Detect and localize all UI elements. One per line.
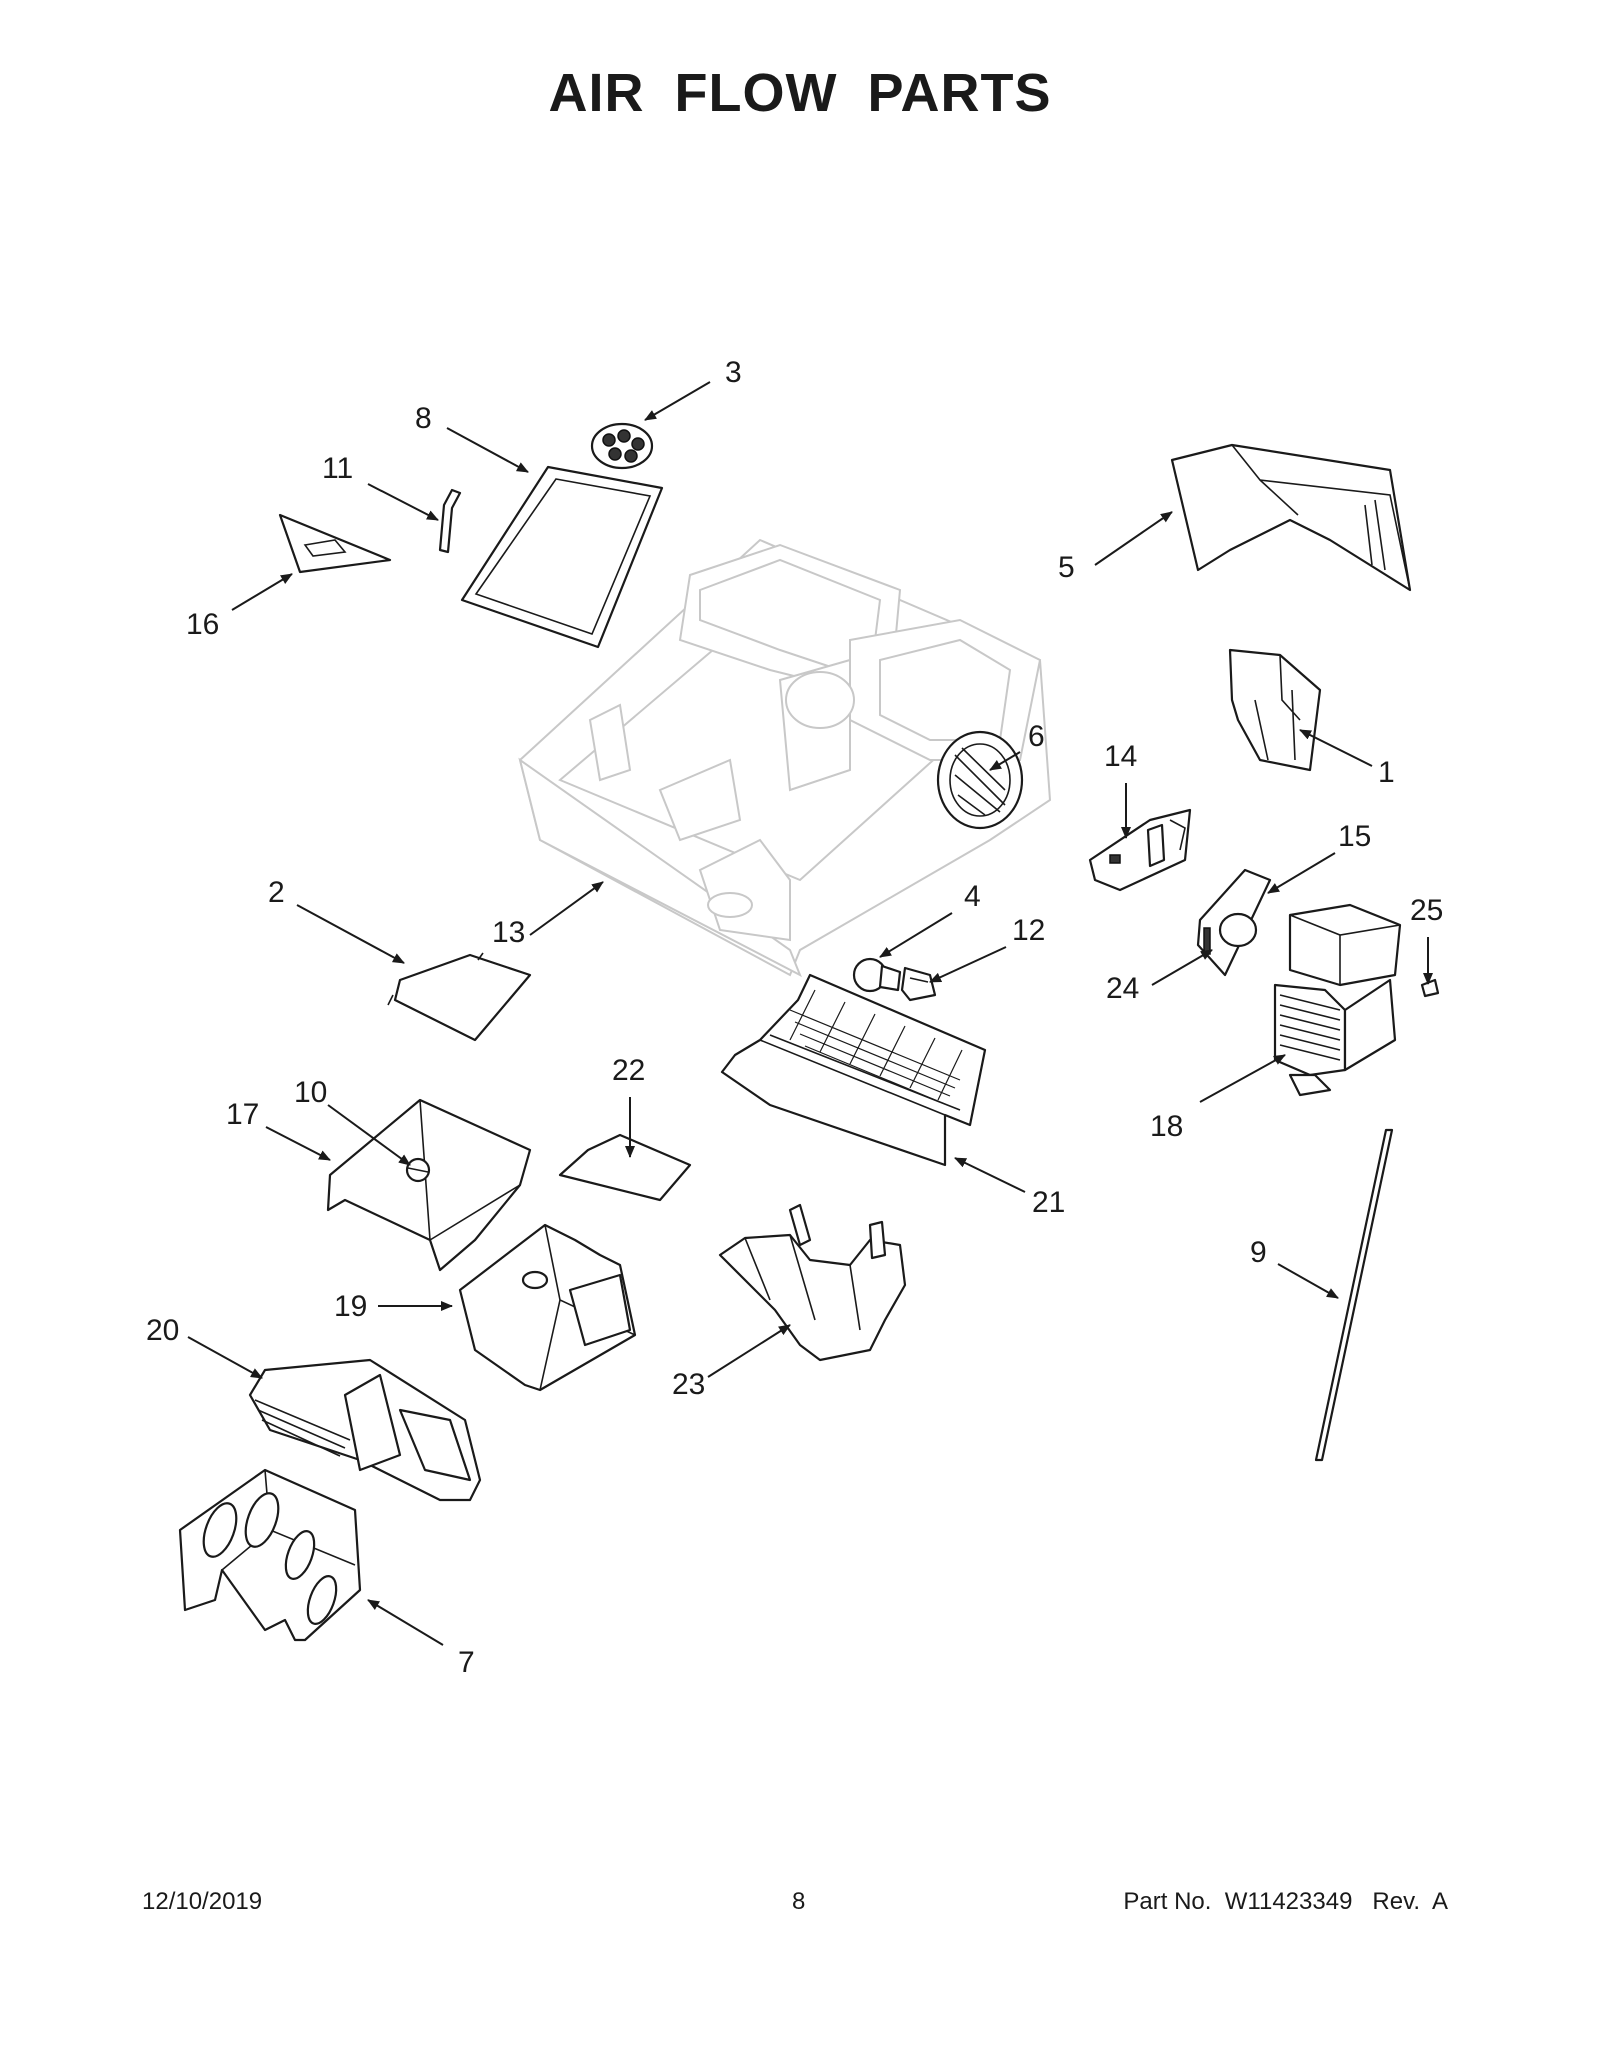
leader-1 [1299, 729, 1373, 767]
leader-24 [1151, 949, 1213, 986]
leader-11 [367, 483, 439, 521]
callout-3: 3 [725, 356, 742, 389]
leader-23 [707, 1324, 791, 1378]
footer-part-number: Part No. W11423349 Rev. A [1123, 1888, 1448, 1915]
callout-6: 6 [1028, 720, 1045, 753]
callout-2: 2 [268, 876, 285, 909]
part-10-thermostat [405, 1157, 431, 1183]
part-25-clip [1420, 978, 1440, 998]
callout-14: 14 [1104, 740, 1137, 773]
leader-lines [187, 381, 1433, 1646]
callout-18: 18 [1150, 1110, 1183, 1143]
leader-16 [231, 573, 293, 611]
part-12-lamp-socket [900, 966, 937, 1002]
part-2-cover-plate [387, 952, 532, 1042]
part-11-tube [438, 488, 462, 554]
leader-8 [446, 427, 529, 473]
part-19-bracket-box [458, 1223, 637, 1392]
part-14-switch-board [1088, 808, 1192, 892]
callout-19: 19 [334, 1290, 367, 1323]
part-3-charcoal-filter [590, 422, 654, 470]
leader-12 [929, 946, 1007, 983]
callout-12: 12 [1012, 914, 1045, 947]
part-20-vent-assembly [248, 1358, 482, 1502]
callout-5: 5 [1058, 551, 1075, 584]
leader-5 [1094, 511, 1173, 566]
leader-7 [367, 1599, 444, 1646]
leader-6 [989, 751, 1021, 771]
part-16-label [278, 513, 392, 574]
callout-7: 7 [458, 1646, 475, 1679]
callout-15: 15 [1338, 820, 1371, 853]
callout-16: 16 [186, 608, 219, 641]
callout-4: 4 [964, 880, 981, 913]
part-17-hood-cover [326, 1098, 532, 1272]
leader-13 [529, 881, 604, 936]
leader-10 [327, 1104, 411, 1166]
callout-11: 11 [322, 452, 353, 485]
footer-page-number: 8 [792, 1888, 806, 1915]
page-title: AIR FLOW PARTS [548, 63, 1052, 123]
part-5-duct-panel [1170, 443, 1412, 592]
callout-8: 8 [415, 402, 432, 435]
part-24-15-board [1196, 868, 1272, 977]
callout-21: 21 [1032, 1186, 1065, 1219]
leader-9 [1277, 1263, 1339, 1299]
part-4-lamp [852, 957, 902, 993]
leader-18 [1199, 1054, 1286, 1103]
callout-labels: 3 8 11 16 5 6 1 14 15 24 25 18 4 12 13 2… [146, 356, 1443, 1679]
leader-3 [644, 381, 711, 421]
callout-17: 17 [226, 1098, 259, 1131]
callout-20: 20 [146, 1314, 179, 1347]
leader-21 [954, 1157, 1026, 1193]
leader-2 [296, 904, 405, 964]
callout-13: 13 [492, 916, 525, 949]
part-23-exhaust-duct [718, 1203, 907, 1362]
leader-20 [187, 1336, 263, 1379]
part-8-filter-frame [460, 465, 664, 649]
part-18-magnetron [1273, 903, 1402, 1097]
leader-15 [1267, 852, 1336, 894]
footer-date: 12/10/2019 [142, 1888, 263, 1915]
callout-10: 10 [294, 1076, 327, 1109]
leader-4 [879, 912, 953, 958]
part-9-rod [1314, 1128, 1394, 1462]
callout-23: 23 [672, 1368, 705, 1401]
part-13-base-chassis [518, 538, 1052, 978]
callout-1: 1 [1378, 756, 1395, 789]
callout-22: 22 [612, 1054, 645, 1087]
callout-25: 25 [1410, 894, 1443, 927]
part-21-grille-duct [720, 973, 987, 1167]
leader-17 [265, 1126, 331, 1161]
part-7-shroud [178, 1468, 362, 1642]
part-1-bracket [1228, 648, 1322, 772]
part-22-sheet [558, 1133, 692, 1202]
callout-9: 9 [1250, 1236, 1267, 1269]
part-6-blower-wheel [936, 730, 1024, 830]
callout-24: 24 [1106, 972, 1139, 1005]
